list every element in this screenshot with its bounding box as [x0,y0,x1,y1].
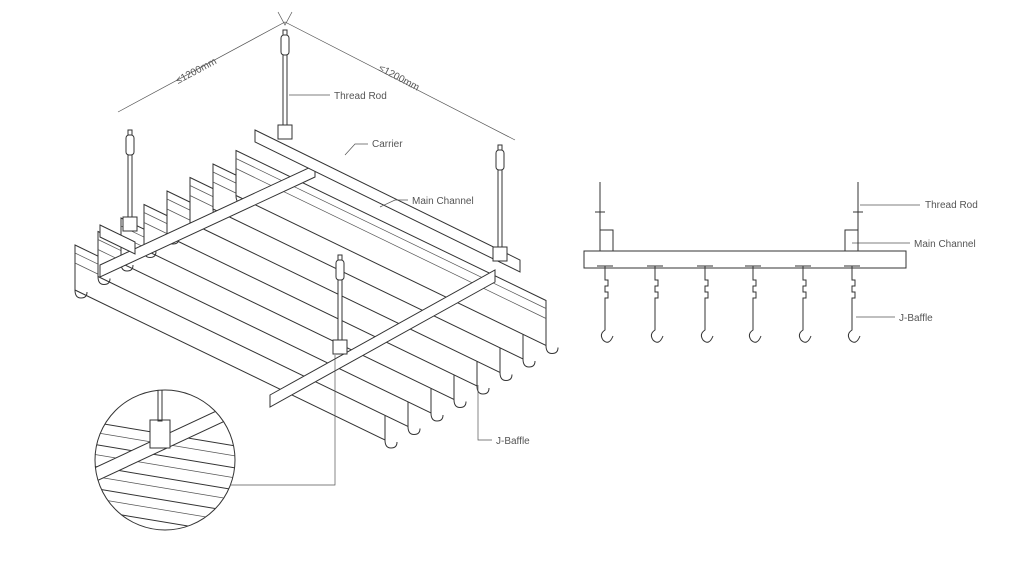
carrier [254,129,521,273]
baffle-hook [97,276,111,286]
hanger-bracket [492,246,508,262]
hanger-bracket [277,124,293,140]
baffle-hook [384,439,398,449]
detail-groove [95,451,235,483]
section-baffle [597,265,614,343]
baffle-profile [650,266,664,343]
dimension-lines: ≤1200mm ≤1200mm [117,21,516,141]
main-channel-profile [844,229,859,252]
label-carrier: Carrier [372,139,403,150]
baffle-groove [235,168,547,319]
rod-coupler [335,259,345,281]
main-channel-section [583,250,907,269]
detail-rod [157,390,163,422]
dimension-right: ≤1200mm [377,63,421,94]
hanger-bracket [122,216,138,232]
baffle-hook [476,385,490,395]
thread-rod [332,254,348,355]
section-baffle [844,265,861,343]
isometric-view [74,11,559,449]
section-thread-rod [595,182,614,252]
section-baffle [795,265,812,343]
rod-coupler [495,149,505,171]
section-view: Thread Rod Main Channel J-Baffle [583,182,978,343]
baffle-hook [74,289,88,299]
main-channel-profile [599,229,614,252]
section-label-thread-rod: Thread Rod [925,200,978,211]
thread-rod [492,144,508,262]
section-label-main-channel: Main Channel [914,239,976,250]
baffle-hook [407,426,421,436]
thread-rod [277,29,293,140]
detail-baffle [95,485,235,530]
section-baffle [745,265,762,343]
detail-bracket [149,419,171,449]
section-baffle [697,265,714,343]
baffle-hook [545,345,559,355]
label-thread-rod: Thread Rod [334,91,387,102]
iso-labels: Thread Rod Carrier Main Channel J-Baffle [289,91,530,447]
baffle-hook [453,399,467,409]
thread-rod [122,129,138,232]
rod-anchor [277,11,293,26]
section-label-j-baffle: J-Baffle [899,313,933,324]
baffle-profile [798,266,812,343]
baffle-profile [847,266,861,343]
baffle-profile [748,266,762,343]
section-thread-rod [844,182,863,252]
section-baffle [647,265,664,343]
label-main-channel: Main Channel [412,196,474,207]
baffle-profile [700,266,714,343]
main-channel [269,269,496,408]
carrier [99,224,136,255]
hanger-bracket [332,339,348,355]
rod-coupler [280,34,290,56]
baffle-profile [600,266,614,343]
baffle-hook [522,358,536,368]
baffle-hook [430,412,444,422]
label-j-baffle: J-Baffle [496,436,530,447]
rod-coupler [125,134,135,156]
baffle-hook [499,372,513,382]
dimension-left: ≤1200mm [174,56,218,87]
main-channel [99,164,316,278]
